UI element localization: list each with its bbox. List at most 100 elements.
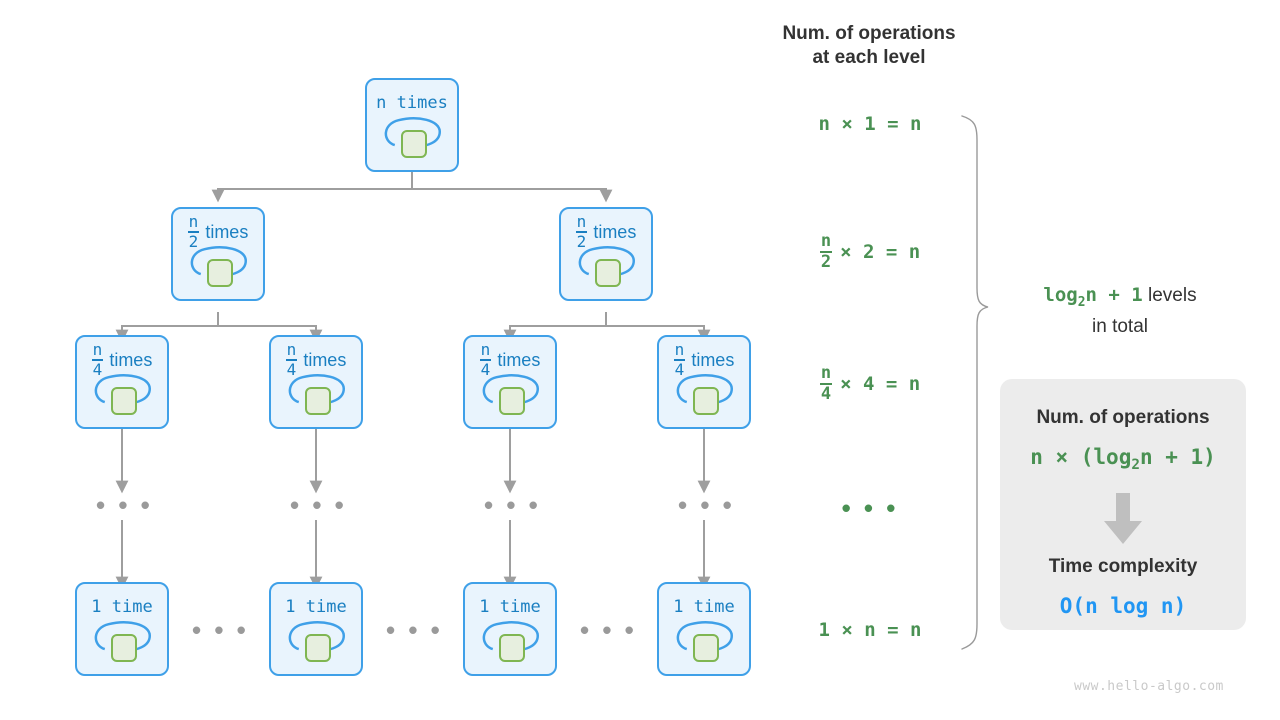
self-loop-icon (384, 117, 442, 155)
self-loop-icon (94, 621, 152, 659)
operation-unit-box (305, 634, 331, 662)
levels-total-label: log2n + 1 levels in total (1000, 282, 1240, 340)
tree-ellipsis-between: • • • (192, 615, 249, 645)
node-label-suffix: times (593, 221, 637, 242)
summary-card: Num. of operations n × (log2n + 1) Time … (1000, 379, 1246, 630)
fraction-numerator: n (188, 212, 199, 231)
tree-ellipsis: • • • (96, 490, 153, 520)
tree-ellipsis: • • • (290, 490, 347, 520)
recursion-node-l5a: 1 time (75, 582, 169, 676)
node-label-suffix: times (497, 349, 541, 370)
node-label-suffix: times (109, 349, 153, 370)
recursion-node-l5d: 1 time (657, 582, 751, 676)
node-label-suffix: times (205, 221, 249, 242)
operation-unit-box (111, 387, 137, 415)
self-loop-icon (190, 246, 248, 284)
node-label-suffix: times (691, 349, 735, 370)
operation-unit-box (499, 634, 525, 662)
equation-rest: × 2 = n (840, 241, 921, 263)
self-loop-icon (482, 374, 540, 412)
operation-unit-box (207, 259, 233, 287)
watermark: www.hello-algo.com (1074, 679, 1224, 694)
fraction-denominator: 4 (285, 359, 298, 379)
self-loop-icon (288, 374, 346, 412)
fraction-numerator: n (576, 212, 587, 231)
fraction-denominator: 4 (673, 359, 686, 379)
operations-row-row5: 1 × n = n (818, 619, 922, 641)
levels-line2: in total (1092, 315, 1148, 337)
node-label: 1 time (91, 597, 153, 617)
tree-ellipsis-between: • • • (580, 615, 637, 645)
tree-ellipsis-between: • • • (386, 615, 443, 645)
node-label: 1 time (673, 597, 735, 617)
operation-unit-box (305, 387, 331, 415)
recursion-node-l5c: 1 time (463, 582, 557, 676)
self-loop-icon (288, 621, 346, 659)
fraction-numerator: n (674, 340, 685, 359)
summary-operations-formula: n × (log2n + 1) (1030, 445, 1216, 474)
node-label: 1 time (285, 597, 347, 617)
self-loop-icon (676, 621, 734, 659)
operations-row-row4: • • • (841, 493, 899, 523)
operation-unit-box (693, 387, 719, 415)
summary-heading-complexity: Time complexity (1048, 556, 1198, 577)
node-label: 1 time (479, 597, 541, 617)
operations-row-row1: n × 1 = n (818, 113, 922, 135)
node-label: n times (376, 93, 448, 113)
operation-unit-box (693, 634, 719, 662)
fraction-denominator: 2 (187, 231, 200, 251)
fraction-denominator: 2 (819, 251, 833, 272)
operation-unit-box (401, 130, 427, 158)
levels-formula: log2n + 1 (1043, 284, 1143, 310)
fraction-denominator: 4 (91, 359, 104, 379)
summary-heading-operations: Num. of operations (1036, 407, 1210, 428)
tree-ellipsis: • • • (484, 490, 541, 520)
self-loop-icon (94, 374, 152, 412)
recursion-node-root: n times (365, 78, 459, 172)
fraction-denominator: 2 (575, 231, 588, 251)
self-loop-icon (676, 374, 734, 412)
fraction-denominator: 4 (819, 383, 833, 404)
fraction-numerator: n (820, 363, 832, 383)
fraction-numerator: n (286, 340, 297, 359)
operations-column-title: Num. of operations at each level (782, 23, 956, 69)
fraction-numerator: n (92, 340, 103, 359)
fraction-numerator: n (820, 231, 832, 251)
levels-word: levels (1142, 285, 1197, 306)
node-label-suffix: times (303, 349, 347, 370)
fraction-numerator: n (480, 340, 491, 359)
levels-brace (961, 115, 989, 650)
operation-unit-box (499, 387, 525, 415)
tree-ellipsis: • • • (678, 490, 735, 520)
summary-result: O(n log n) (1059, 594, 1187, 618)
self-loop-icon (482, 621, 540, 659)
operation-unit-box (595, 259, 621, 287)
operation-unit-box (111, 634, 137, 662)
down-arrow-icon (1104, 493, 1142, 544)
self-loop-icon (578, 246, 636, 284)
fraction-denominator: 4 (479, 359, 492, 379)
